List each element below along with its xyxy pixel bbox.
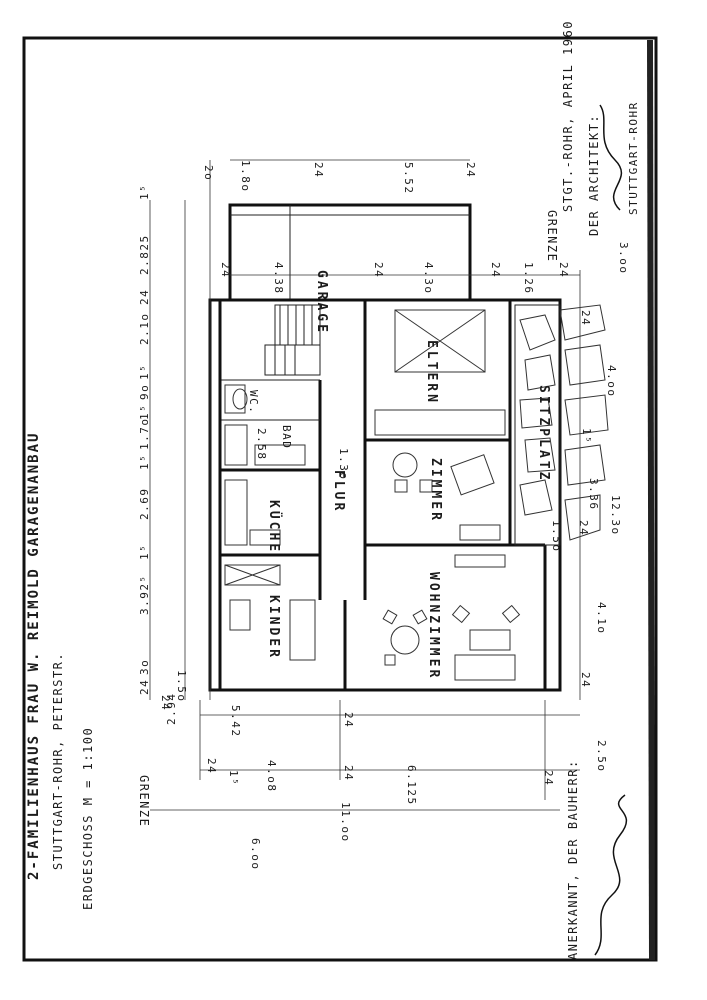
svg-text:1⁵: 1⁵	[580, 428, 593, 444]
svg-text:3.92⁵: 3.92⁵	[138, 574, 151, 615]
svg-text:2.825: 2.825	[138, 234, 151, 275]
dims-bottom-inner: 5.42 2.94 24 24 24 4.o8 1⁵ 24 24	[159, 693, 555, 793]
svg-text:1.5o: 1.5o	[550, 520, 563, 553]
svg-text:1.26: 1.26	[522, 262, 535, 295]
svg-text:1⁵: 1⁵	[138, 544, 151, 560]
room-kueche: KÜCHE	[266, 500, 282, 554]
svg-text:1⁵: 1⁵	[138, 404, 151, 420]
room-sitzplatz: SITZPLATZ	[536, 385, 551, 482]
svg-text:1.8o: 1.8o	[239, 160, 252, 193]
stairs	[264, 304, 321, 376]
svg-text:4.1o: 4.1o	[595, 602, 608, 635]
svg-text:5.42: 5.42	[229, 705, 242, 738]
svg-text:24: 24	[138, 679, 151, 695]
room-bad: BAD	[280, 425, 293, 449]
room-garage: GARAGE	[314, 270, 329, 335]
svg-text:24: 24	[489, 262, 502, 278]
room-flur: FLUR	[331, 470, 346, 513]
dims-left-column: 1⁵ 2.825 24 2.1o 1⁵ 9o 1⁵ 1.7o 1⁵ 2.69 1…	[138, 184, 188, 703]
dimension-lines	[149, 159, 581, 811]
svg-text:24: 24	[342, 712, 355, 728]
dim-bad-width: 2.58	[255, 428, 268, 461]
svg-text:2.1o: 2.1o	[138, 313, 151, 346]
svg-text:24: 24	[542, 770, 555, 786]
dims-bottom-outer: 6.125 2.5o 11.oo 6.oo	[249, 740, 608, 871]
svg-text:1.5o: 1.5o	[175, 670, 188, 703]
svg-text:1⁵: 1⁵	[138, 184, 151, 200]
room-zimmer: ZIMMER	[428, 458, 443, 523]
svg-text:24: 24	[312, 162, 325, 178]
svg-text:6.oo: 6.oo	[249, 838, 262, 871]
svg-text:24: 24	[219, 262, 232, 278]
zimmer-furniture	[392, 452, 501, 541]
header-line3: ERDGESCHOSS M = 1:100	[81, 727, 95, 910]
svg-text:24: 24	[579, 310, 592, 326]
svg-text:4.oo: 4.oo	[605, 365, 618, 398]
svg-text:24: 24	[205, 758, 218, 774]
house-outline	[208, 298, 562, 692]
svg-text:9o: 9o	[138, 384, 151, 400]
header-line2: STUTTGART-ROHR, PETERSTR.	[51, 652, 65, 870]
architect-title: DER ARCHITEKT:	[587, 114, 601, 236]
dims-top-row: 2o 1.8o 24 5.52 24	[202, 160, 477, 195]
kinder-furniture	[224, 564, 316, 661]
svg-text:12.3o: 12.3o	[609, 495, 622, 536]
dims-garage-row: 24 4.38 24 4.3o 24 1.26 24	[219, 262, 570, 295]
sheet-border	[22, 36, 658, 962]
svg-text:4.3o: 4.3o	[422, 262, 435, 295]
owner-line: ANERKANNT, DER BAUHERR:	[566, 759, 580, 960]
room-eltern: ELTERN	[424, 340, 439, 405]
svg-text:24: 24	[577, 520, 590, 536]
wohnzimmer-furniture	[382, 554, 521, 681]
scan-edge	[647, 39, 655, 961]
svg-text:24: 24	[464, 162, 477, 178]
svg-text:4.38: 4.38	[272, 262, 285, 295]
room-kinder: KINDER	[266, 595, 281, 660]
svg-text:24: 24	[557, 262, 570, 278]
svg-text:24: 24	[159, 695, 172, 711]
svg-text:4.o8: 4.o8	[265, 760, 278, 793]
svg-text:2.94: 2.94	[165, 693, 178, 726]
svg-text:3.oo: 3.oo	[617, 242, 630, 275]
svg-text:1⁵: 1⁵	[138, 454, 151, 470]
eltern-furniture	[374, 309, 506, 436]
svg-text:3.36: 3.36	[587, 478, 600, 511]
dim-flur-width: 1.3o	[337, 448, 350, 481]
rotated-drawing	[149, 159, 609, 811]
svg-text:24: 24	[138, 289, 151, 305]
svg-text:1⁵: 1⁵	[138, 364, 151, 380]
grenze-top: GRENZE	[545, 210, 559, 262]
svg-text:6.125: 6.125	[405, 765, 418, 806]
room-wc: WC.	[247, 390, 260, 414]
svg-text:24: 24	[372, 262, 385, 278]
svg-text:2.69: 2.69	[138, 488, 151, 521]
owner-signature-scribble	[594, 794, 628, 956]
svg-text:1.7o: 1.7o	[138, 418, 151, 451]
svg-text:11.oo: 11.oo	[339, 802, 352, 843]
svg-text:5.52: 5.52	[402, 162, 415, 195]
svg-text:24: 24	[342, 765, 355, 781]
svg-text:2o: 2o	[202, 165, 215, 181]
architect-signature-scribble	[599, 104, 623, 211]
svg-text:3o: 3o	[138, 659, 151, 675]
svg-text:2.5o: 2.5o	[595, 740, 608, 773]
grenze-bottom: GRENZE	[137, 775, 151, 827]
svg-text:24: 24	[579, 672, 592, 688]
architect-stamp: STUTTGART-ROHR	[627, 101, 640, 215]
header-line1: 2-FAMILIENHAUS FRAU W. REIMOLD GARAGENAN…	[26, 432, 42, 880]
kitchen-bath-fixtures	[224, 384, 306, 546]
sitzplatz-paving	[514, 304, 609, 546]
dims-right-side: 3.oo 4.oo 12.3o 3.36 1⁵ 24 1.5o 24 4.1o …	[550, 242, 630, 688]
svg-text:1⁵: 1⁵	[227, 770, 240, 786]
architect-date-line: STGT.-ROHR, APRIL 1960	[561, 20, 575, 212]
room-wohnzimmer: WOHNZIMMER	[426, 572, 441, 680]
